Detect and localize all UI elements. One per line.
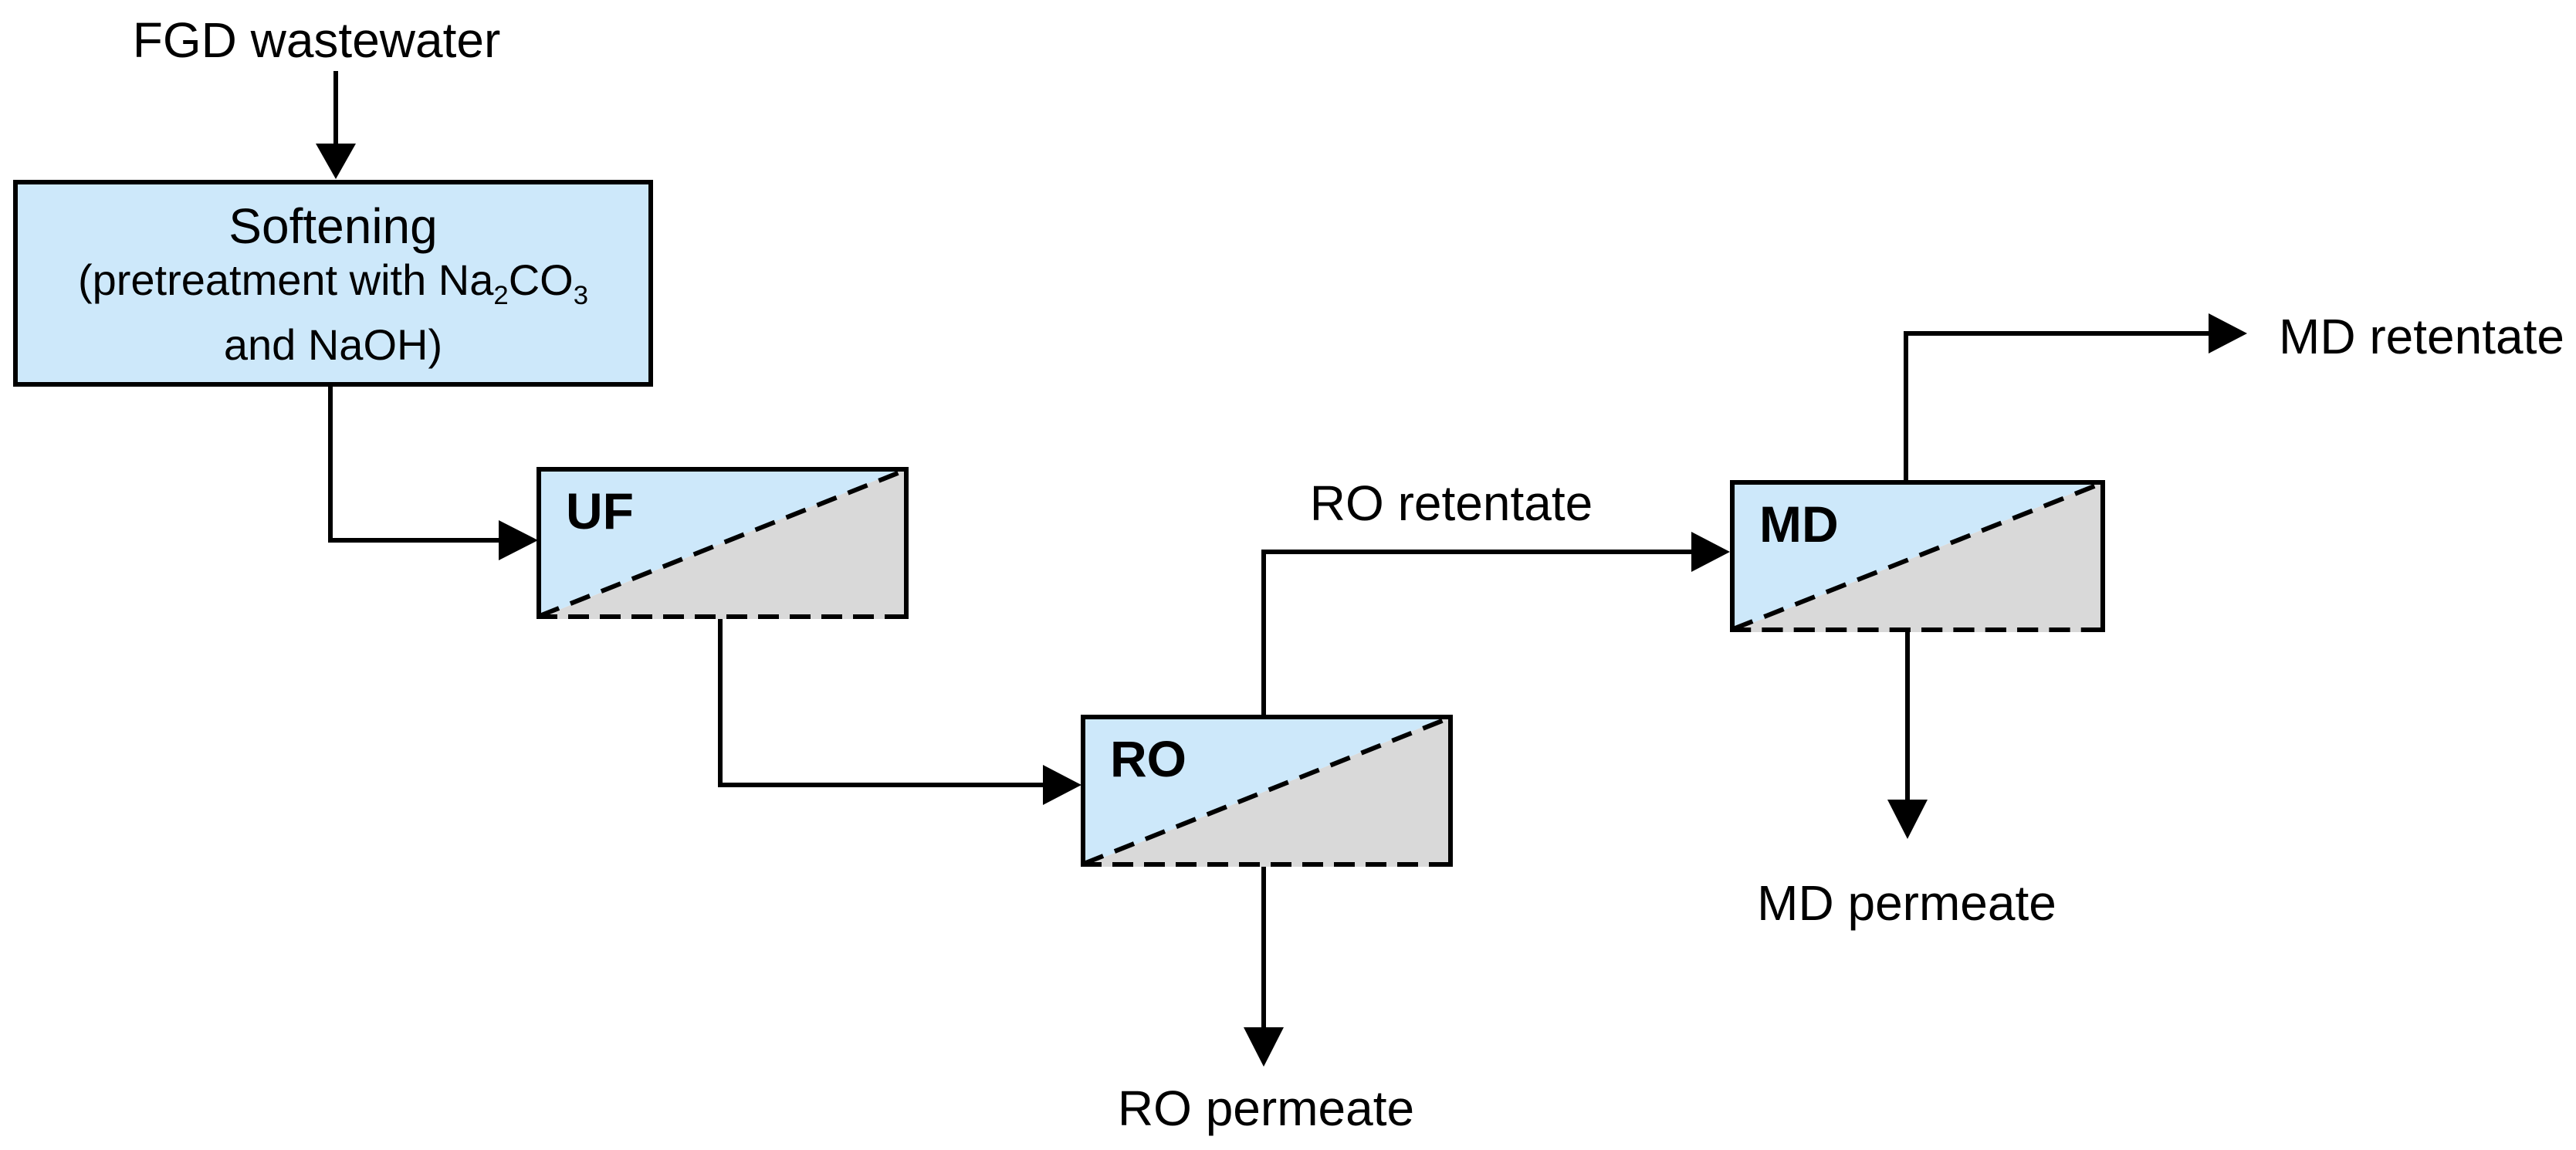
connector-uf-to-ro (718, 617, 1044, 787)
softening-subscript-2: 2 (493, 281, 509, 311)
arrowhead-md-retentate-out (2209, 313, 2247, 353)
uf-permeate-side (537, 467, 909, 619)
connector-md-retentate-out (1904, 331, 2209, 482)
ro-unit-box: RO (1081, 715, 1453, 867)
ro-permeate-side (1081, 715, 1453, 867)
softening-subscript-3: 3 (573, 281, 589, 311)
arrowhead-feed-to-softening (316, 144, 356, 179)
connector-ro-retentate-to-md (1261, 550, 1692, 716)
arrowhead-ro-retentate-to-md (1691, 532, 1730, 572)
arrowhead-softening-to-uf (499, 520, 538, 560)
uf-unit-box: UF (537, 467, 909, 619)
softening-subtitle-line2: and NaOH) (223, 320, 443, 370)
arrowhead-uf-to-ro (1043, 765, 1082, 805)
feed-stream-label: FGD wastewater (132, 12, 501, 68)
softening-subtitle-line1: (pretreatment with Na2CO3 (78, 255, 588, 320)
softening-subtitle-text: (pretreatment with Na (77, 255, 494, 304)
softening-subtitle-text2: CO (508, 255, 574, 304)
md-permeate-label: MD permeate (1757, 875, 2056, 931)
uf-unit-label: UF (566, 482, 634, 539)
softening-title: Softening (228, 198, 438, 254)
ro-retentate-label: RO retentate (1309, 475, 1593, 531)
md-unit-box: MD (1730, 480, 2105, 632)
softening-unit-box: Softening (pretreatment with Na2CO3 and … (13, 180, 653, 387)
md-membrane-symbol (1730, 480, 2105, 632)
uf-membrane-symbol (537, 467, 909, 619)
md-retentate-label: MD retentate (2279, 309, 2564, 364)
md-unit-label: MD (1759, 496, 1839, 553)
connector-softening-to-uf (328, 386, 500, 543)
ro-permeate-label: RO permeate (1117, 1081, 1415, 1136)
arrowhead-ro-permeate-out (1244, 1027, 1284, 1067)
arrowhead-md-permeate-out (1887, 800, 1928, 839)
ro-unit-label: RO (1110, 730, 1186, 787)
ro-membrane-symbol (1081, 715, 1453, 867)
md-permeate-side (1730, 480, 2105, 632)
